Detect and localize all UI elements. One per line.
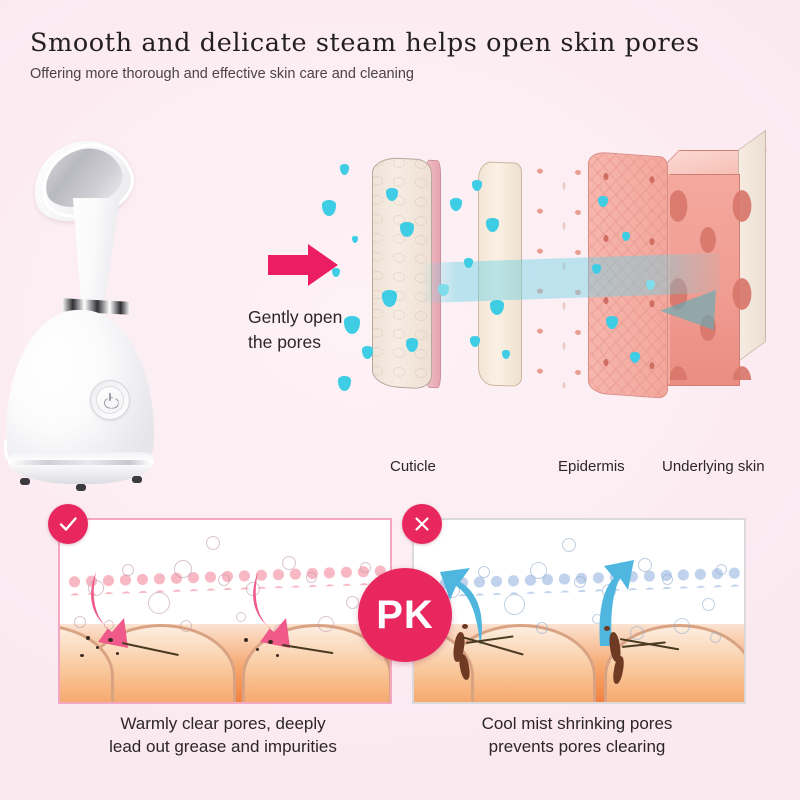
steamer-base-highlight [12, 460, 150, 465]
steam-droplet [338, 376, 351, 391]
bubble [148, 592, 170, 614]
bubble [88, 580, 104, 596]
bubble [702, 598, 715, 611]
dirt-particle [86, 636, 90, 640]
dirt-particle [80, 654, 84, 657]
bubble [74, 616, 86, 628]
label-cuticle: Cuticle [390, 458, 436, 475]
steam-droplet [322, 200, 336, 216]
x-icon [415, 517, 429, 531]
comparison-panel-good [58, 518, 392, 704]
bubble [710, 632, 721, 643]
bubble [122, 564, 134, 576]
bubble [478, 566, 490, 578]
bubble [630, 626, 644, 640]
bubble [306, 572, 317, 583]
power-icon [104, 392, 117, 407]
comparison-panel-bad [412, 518, 746, 704]
pk-badge: PK [358, 568, 452, 662]
bubble [360, 562, 371, 573]
dirt-particle [116, 652, 119, 655]
up-arrow-icon [599, 560, 634, 646]
check-icon [59, 517, 77, 531]
caption-good: Warmly clear pores, deeply lead out grea… [58, 712, 388, 758]
callout-line-2: the pores [248, 332, 321, 352]
bubble [246, 582, 260, 596]
steam-droplet [450, 198, 462, 211]
bubble [504, 594, 525, 615]
steam-droplet [332, 268, 340, 277]
x-badge [402, 504, 442, 544]
bubble [674, 618, 690, 634]
dirt-particle [96, 646, 99, 649]
caption-good-line-2: lead out grease and impurities [109, 737, 337, 756]
bubble [346, 596, 359, 609]
up-arrow-icon [440, 568, 482, 646]
caption-good-line-1: Warmly clear pores, deeply [120, 714, 326, 733]
check-badge [48, 504, 88, 544]
bubble [562, 538, 576, 552]
bubble [662, 574, 673, 585]
steam-droplet [352, 236, 358, 243]
power-button [96, 386, 124, 414]
bubble [180, 620, 192, 632]
bubble [638, 558, 652, 572]
bubble [536, 622, 548, 634]
page-title: Smooth and delicate steam helps open ski… [30, 28, 700, 58]
bubble [174, 560, 192, 578]
bubble [282, 556, 296, 570]
right-arrow-icon [268, 244, 338, 286]
steamer-base [8, 452, 154, 484]
caption-bad-line-2: prevents pores clearing [488, 737, 666, 756]
underlying-skin-cells [660, 180, 760, 380]
steamer-foot [76, 484, 86, 491]
steamer-foot [20, 478, 30, 485]
steam-droplet [340, 164, 349, 175]
bubble [716, 564, 727, 575]
page-subtitle: Offering more thorough and effective ski… [30, 66, 414, 82]
steamer-foot [132, 476, 142, 483]
dirt-particle [256, 648, 259, 651]
label-underlying-skin: Underlying skin [662, 458, 765, 475]
gently-open-pores-label: Gently open the pores [248, 305, 342, 355]
down-arrow-icon [91, 572, 128, 648]
bubble [530, 562, 547, 579]
dirt-particle [108, 638, 113, 642]
skin-cross-section-diagram: Cuticle Epidermis Underlying skin [322, 129, 800, 475]
steam-droplet [344, 316, 360, 334]
product-image-facial-steamer [2, 129, 202, 500]
caption-bad: Cool mist shrinking pores prevents pores… [412, 712, 742, 758]
callout-line-1: Gently open [248, 307, 343, 327]
dirt-particle [268, 640, 273, 644]
dirt-particle [244, 638, 248, 642]
dirt-particle [604, 626, 610, 631]
bubble [318, 616, 334, 632]
bubble [236, 612, 246, 622]
dirt-particle [462, 624, 468, 629]
bubble [206, 536, 220, 550]
bubble [218, 574, 230, 586]
down-arrow-icon [253, 572, 290, 648]
dirt-particle [276, 654, 279, 657]
label-epidermis: Epidermis [558, 458, 625, 475]
caption-bad-line-1: Cool mist shrinking pores [481, 714, 673, 733]
bubble [574, 576, 586, 588]
